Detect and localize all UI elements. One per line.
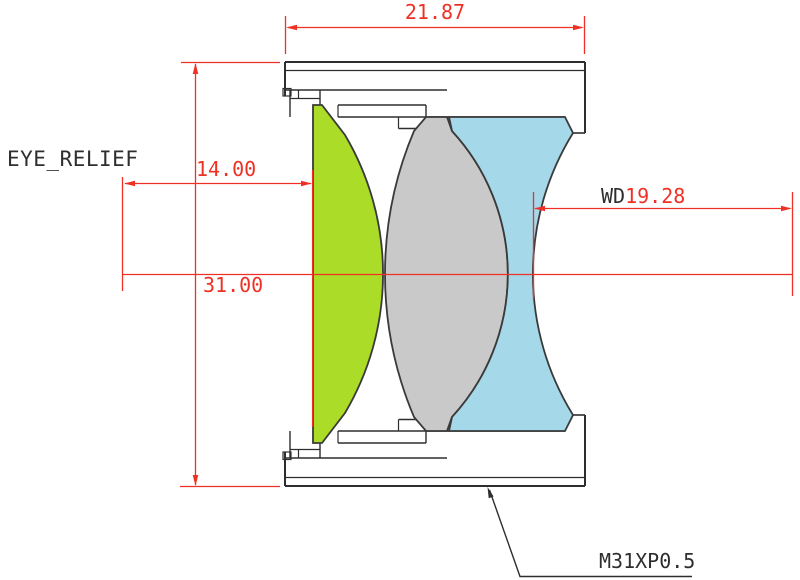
eye-relief-label: EYE_RELIEF <box>7 147 138 171</box>
leader-arrowhead <box>487 487 494 499</box>
thread-callout-label: M31XP0.5 <box>599 549 695 573</box>
arrowhead-right <box>573 24 584 31</box>
arrowhead-right <box>301 180 312 187</box>
arrowhead-up <box>192 63 199 74</box>
top-spacer-ring-step <box>337 105 400 129</box>
dim-working-distance: WD19.28 <box>601 184 685 208</box>
wd-value: 19.28 <box>625 184 685 208</box>
dimension-top-width <box>284 16 586 54</box>
dimension-height <box>180 61 280 488</box>
housing-bottom-left-notch <box>282 451 292 461</box>
bottom-spacer-ring-step <box>337 419 400 443</box>
bottom-retainer-block-detail <box>290 448 320 458</box>
housing-top-left-notch <box>282 87 292 97</box>
dim-height-value: 31.00 <box>203 273 263 297</box>
arrowhead-left <box>124 180 135 187</box>
dim-top-width-value: 21.87 <box>405 0 465 24</box>
thread-callout-leader <box>487 487 692 578</box>
arrowhead-left <box>286 24 297 31</box>
arrowhead-right <box>781 205 792 212</box>
top-retainer-block-detail <box>290 90 320 100</box>
dimension-eye-relief <box>121 170 314 427</box>
wd-label: WD <box>601 184 625 208</box>
dim-eye-relief-value: 14.00 <box>196 157 256 181</box>
arrowhead-down <box>192 475 199 486</box>
dimension-working-distance <box>532 192 794 300</box>
arrowhead-left <box>534 205 545 212</box>
